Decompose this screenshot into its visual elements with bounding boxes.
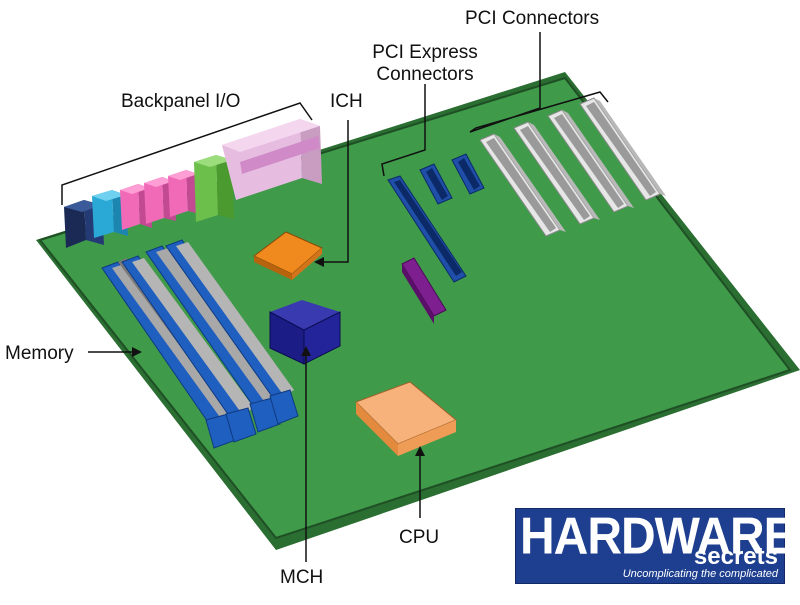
purple-component: [401, 257, 447, 324]
leader-ich: [318, 120, 349, 263]
pcie-slot-long: [387, 175, 467, 283]
pci-express-connectors: [387, 153, 485, 283]
mch-chip: [269, 300, 341, 365]
leader-lines: [88, 32, 609, 562]
pci-slot-1: [479, 133, 566, 237]
memory-slot-4: [165, 239, 299, 425]
pci-slot-2: [513, 121, 600, 225]
backpanel-io-ports: [64, 119, 322, 248]
pcie-slot-short-2: [451, 153, 485, 195]
label-backpanel-io: Backpanel I/O: [121, 91, 241, 112]
memory-slot-2: [121, 255, 257, 443]
arrow-mch: [301, 346, 311, 356]
backpanel-bracket: [61, 102, 313, 205]
arrowheads: [132, 257, 425, 456]
arrow-ich: [314, 257, 324, 267]
label-ich: ICH: [330, 91, 363, 112]
pci-slot-4: [579, 97, 666, 201]
label-pci-express-connectors: PCI Express Connectors: [372, 42, 478, 85]
label-pci-connectors: PCI Connectors: [465, 8, 600, 29]
logo-word-hardware: HARDWARE: [520, 508, 796, 566]
cpu-chip: [355, 381, 457, 456]
port-pink-3: [168, 170, 200, 217]
pci-slot-3: [547, 109, 634, 213]
ich-chip: [253, 231, 323, 280]
leader-pci-express: [381, 84, 426, 177]
port-lightpink-block: [222, 119, 322, 200]
logo-word-secrets: secrets: [693, 543, 778, 570]
pcie-slot-short-1: [419, 163, 453, 205]
label-cpu: CPU: [399, 527, 440, 548]
arrow-memory: [132, 347, 142, 357]
label-mch: MCH: [280, 567, 324, 588]
leader-pci: [469, 32, 609, 133]
memory-slots: [101, 239, 299, 449]
hardware-secrets-logo: HARDWARE secrets Uncomplicating the comp…: [515, 508, 796, 584]
label-memory: Memory: [5, 343, 74, 364]
pci-connectors: [479, 97, 666, 237]
logo-tagline: Uncomplicating the complicated: [622, 568, 778, 580]
arrow-cpu: [415, 446, 425, 456]
